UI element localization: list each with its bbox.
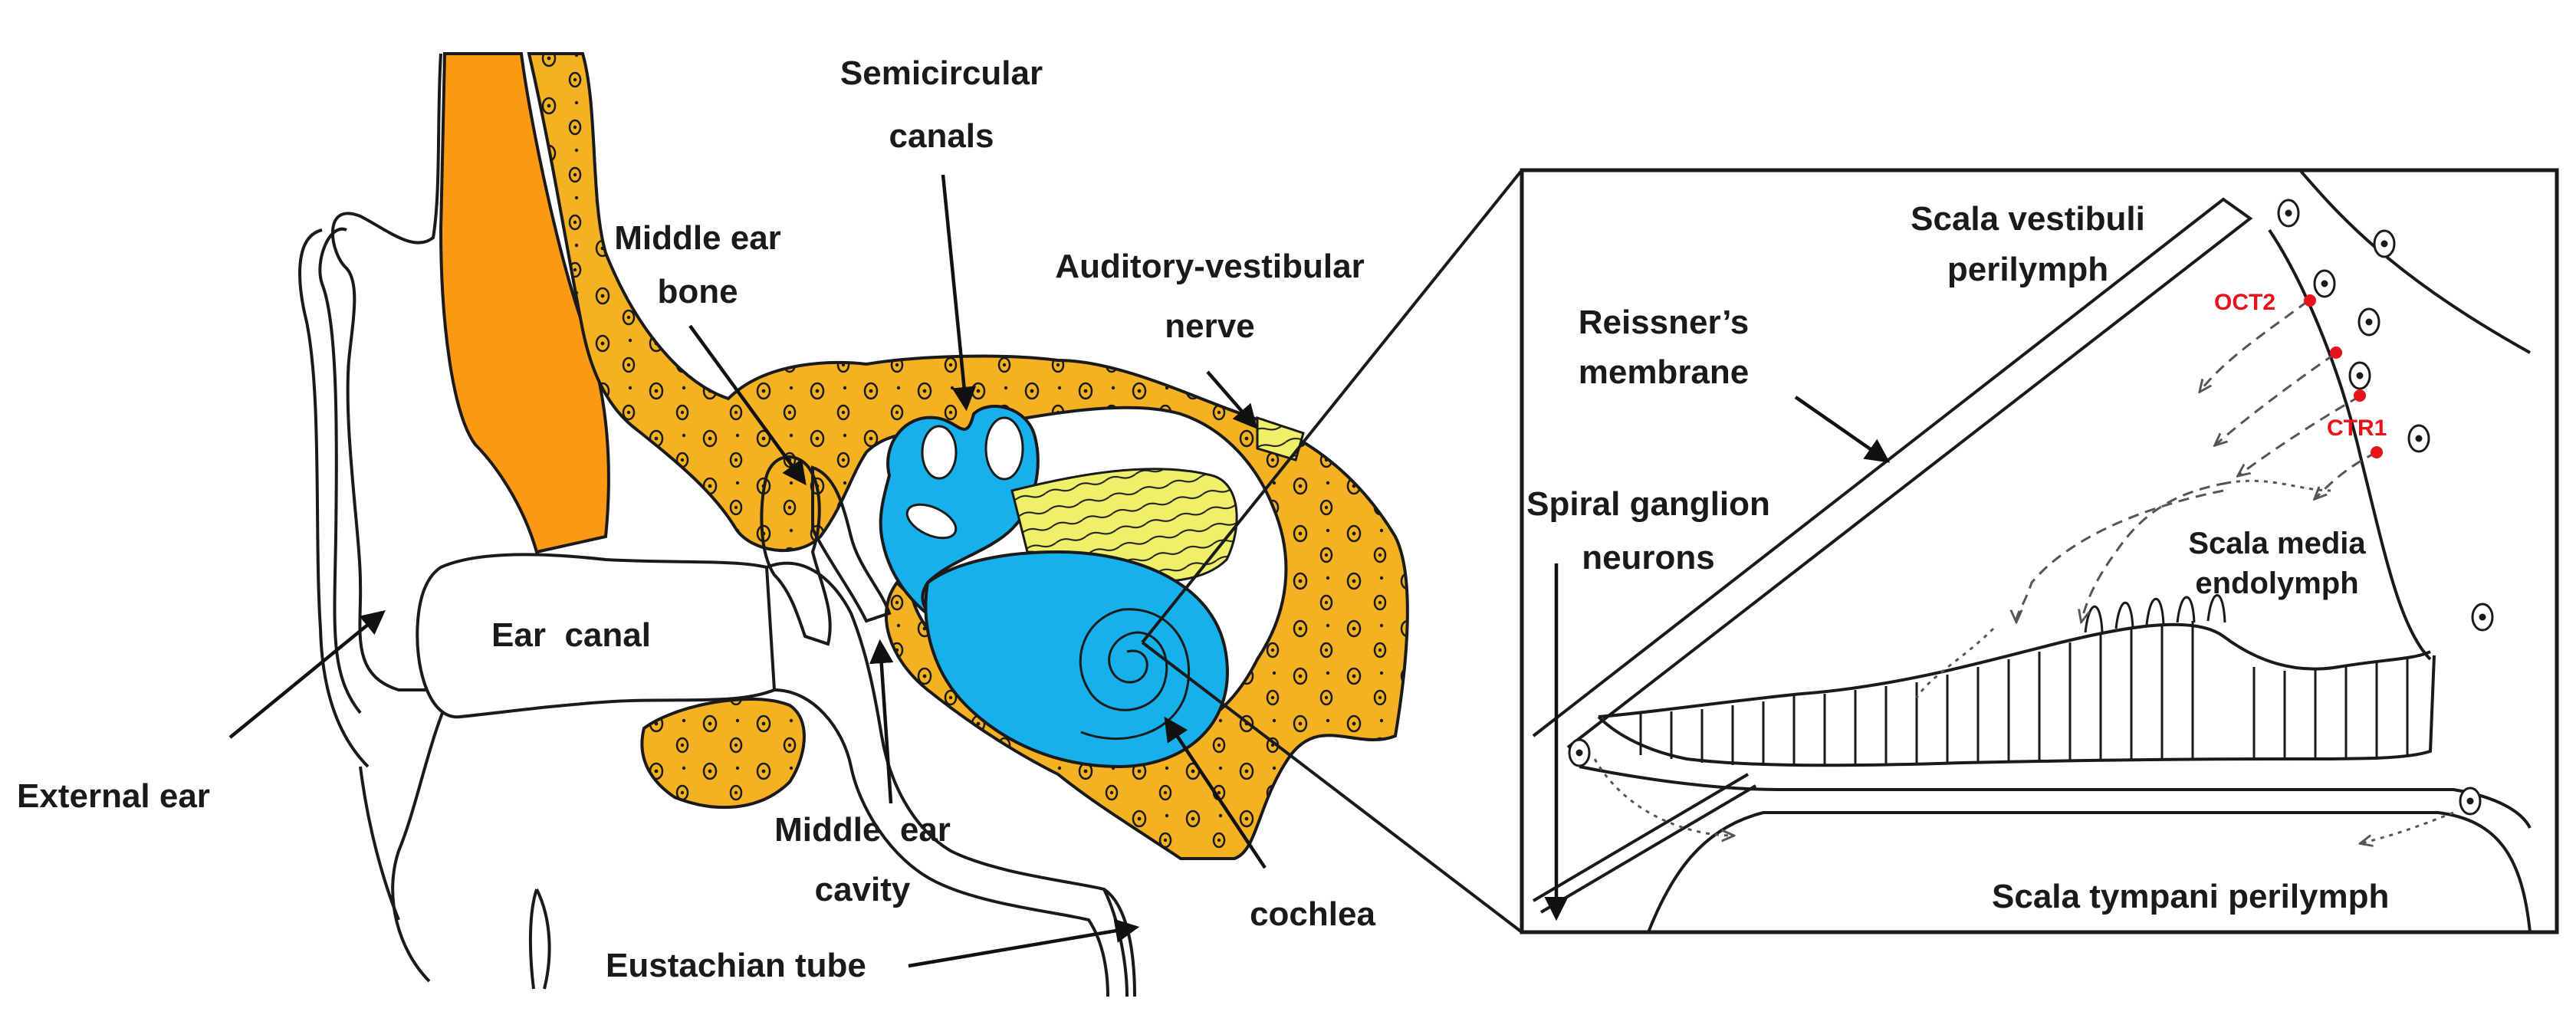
zoom-connector <box>1141 169 1523 934</box>
organ-of-corti-hatching <box>1639 621 2409 765</box>
semicircular-canals-label-2: canals <box>889 117 994 155</box>
cochlea-label: cochlea <box>1250 895 1375 933</box>
oct2-label: OCT2 <box>2214 290 2275 315</box>
spiral-ganglion-label-2: neurons <box>1582 539 1715 576</box>
pointer-arrows <box>228 174 1891 968</box>
ganglion-cells <box>1568 199 2494 816</box>
external-ear-label: External ear <box>17 777 210 815</box>
auricle-outline <box>330 53 455 983</box>
transporter-markers <box>2304 294 2383 458</box>
scala-vestibuli-label-2: perilymph <box>1947 251 2108 288</box>
ear-illustration <box>298 52 1409 997</box>
auditory-vestibular-nerve-label-2: nerve <box>1165 307 1254 345</box>
panel-labels: Scala vestibuli perilymph Reissner’s mem… <box>1526 200 2389 915</box>
eustachian-tube-label: Eustachian tube <box>606 947 866 984</box>
ear-canal-shape <box>416 553 777 719</box>
ossicles <box>760 455 832 646</box>
scala-vestibuli-label-1: Scala vestibuli <box>1911 200 2145 238</box>
scala-media-label-2: endolymph <box>2195 567 2358 600</box>
cochlea-spiral <box>924 550 1229 769</box>
reissners-membrane-label-2: membrane <box>1579 353 1750 391</box>
oct2-dot <box>2304 294 2316 307</box>
scala-media-label-1: Scala media <box>2188 527 2366 560</box>
scala-tympani-label: Scala tympani perilymph <box>1992 878 2389 915</box>
spiral-ganglion-label-1: Spiral ganglion <box>1526 485 1770 523</box>
transport-pathways <box>1593 300 2454 843</box>
temporal-bone-orange <box>439 52 610 554</box>
porous-bone-lower <box>640 697 806 810</box>
ctr1-label: CTR1 <box>2327 415 2387 441</box>
reissners-membrane-label-1: Reissner’s <box>1579 304 1750 341</box>
middle-ear-cavity-label-1: Middle ear <box>774 811 951 849</box>
ctr1-dot <box>2371 446 2383 458</box>
semicircular-canals-label-1: Semicircular <box>840 54 1043 92</box>
ear-canal-label: Ear canal <box>491 616 651 654</box>
middle-ear-bone-label-1: Middle ear <box>614 219 781 257</box>
middle-ear-bone-label-2: bone <box>657 273 738 310</box>
cochlea-detail-panel <box>1520 168 2559 934</box>
middle-ear-cavity-label-2: cavity <box>815 871 911 908</box>
auditory-vestibular-nerve-label-1: Auditory-vestibular <box>1055 248 1364 285</box>
left-labels: Semicircular canals Middle ear bone Audi… <box>17 54 1375 984</box>
